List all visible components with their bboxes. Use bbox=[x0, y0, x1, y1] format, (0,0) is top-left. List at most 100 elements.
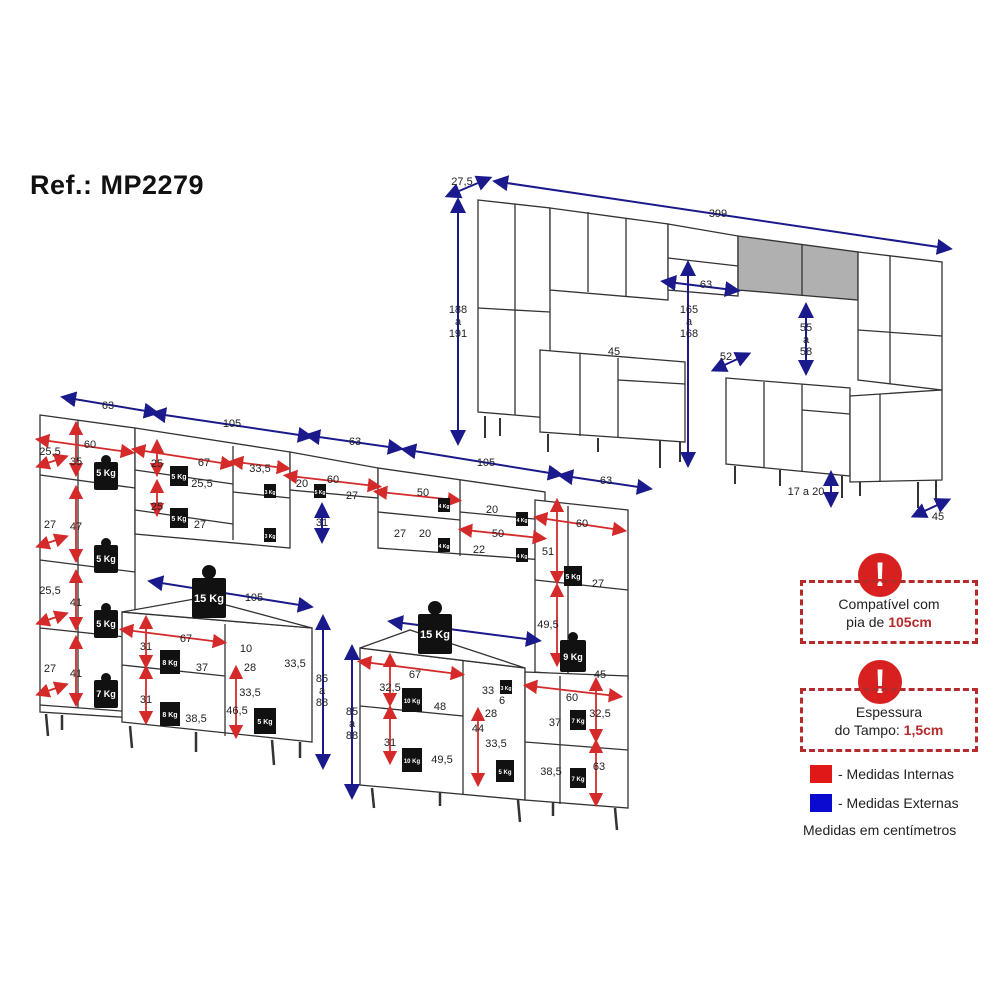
svg-text:33,5: 33,5 bbox=[249, 463, 270, 475]
svg-text:a: a bbox=[349, 718, 356, 730]
svg-text:20: 20 bbox=[486, 504, 498, 516]
svg-text:85: 85 bbox=[316, 673, 328, 685]
svg-text:4 Kg: 4 Kg bbox=[517, 518, 528, 524]
svg-text:63: 63 bbox=[102, 400, 114, 412]
weight-icon: 7 Kg bbox=[570, 768, 586, 788]
svg-text:10: 10 bbox=[240, 643, 252, 655]
legend-internal: - Medidas Internas bbox=[810, 765, 954, 783]
weight-icon: 5 Kg bbox=[94, 603, 118, 638]
svg-text:33,5: 33,5 bbox=[485, 738, 506, 750]
weight-icon: 4 Kg bbox=[516, 548, 528, 562]
svg-text:165: 165 bbox=[680, 304, 698, 316]
weight-icon: 8 Kg bbox=[160, 650, 180, 674]
svg-text:27: 27 bbox=[394, 528, 406, 540]
svg-text:49,5: 49,5 bbox=[537, 619, 558, 631]
svg-text:25,5: 25,5 bbox=[191, 478, 212, 490]
svg-text:32,5: 32,5 bbox=[589, 708, 610, 720]
svg-text:55: 55 bbox=[800, 322, 812, 334]
svg-text:49,5: 49,5 bbox=[431, 754, 452, 766]
svg-text:27: 27 bbox=[44, 519, 56, 531]
svg-text:5 Kg: 5 Kg bbox=[315, 490, 326, 496]
svg-text:22: 22 bbox=[473, 544, 485, 556]
svg-text:3 Kg: 3 Kg bbox=[265, 534, 276, 540]
svg-text:31: 31 bbox=[384, 737, 396, 749]
weight-icon: 8 Kg bbox=[160, 702, 180, 726]
svg-text:47: 47 bbox=[70, 521, 82, 533]
svg-text:37: 37 bbox=[549, 717, 561, 729]
svg-text:168: 168 bbox=[680, 328, 698, 340]
dim-upper-depth: 27,5 bbox=[451, 176, 472, 188]
svg-text:44: 44 bbox=[472, 723, 484, 735]
svg-text:60: 60 bbox=[327, 474, 339, 486]
svg-text:63: 63 bbox=[600, 475, 612, 487]
svg-text:31: 31 bbox=[140, 641, 152, 653]
svg-text:41: 41 bbox=[70, 668, 82, 680]
weight-icon: 5 Kg bbox=[170, 508, 188, 528]
weight-icon: 7 Kg bbox=[94, 673, 118, 708]
svg-text:10 Kg: 10 Kg bbox=[404, 759, 421, 765]
weight-icon: 5 Kg bbox=[94, 538, 118, 573]
svg-text:45: 45 bbox=[608, 346, 620, 358]
weight-icon: 3 Kg bbox=[264, 528, 276, 542]
svg-text:15 Kg: 15 Kg bbox=[194, 593, 224, 605]
svg-text:20: 20 bbox=[296, 478, 308, 490]
svg-text:188: 188 bbox=[449, 304, 467, 316]
svg-text:35: 35 bbox=[70, 456, 82, 468]
svg-text:51: 51 bbox=[542, 546, 554, 558]
svg-text:28: 28 bbox=[485, 708, 497, 720]
weight-icon: 10 Kg bbox=[402, 688, 422, 712]
svg-text:60: 60 bbox=[84, 439, 96, 451]
svg-text:37: 37 bbox=[196, 662, 208, 674]
svg-text:4 Kg: 4 Kg bbox=[517, 554, 528, 560]
svg-text:41: 41 bbox=[70, 597, 82, 609]
svg-text:88: 88 bbox=[316, 697, 328, 709]
svg-text:9 Kg: 9 Kg bbox=[563, 652, 583, 662]
weight-icon: 3 Kg bbox=[264, 484, 276, 498]
weight-icon: 10 Kg bbox=[402, 748, 422, 772]
svg-text:25: 25 bbox=[151, 458, 163, 470]
svg-text:5 Kg: 5 Kg bbox=[498, 770, 511, 776]
svg-text:63: 63 bbox=[700, 279, 712, 291]
svg-text:a: a bbox=[319, 685, 326, 697]
weight-icon: 4 Kg bbox=[438, 498, 450, 512]
svg-text:28: 28 bbox=[244, 662, 256, 674]
svg-text:27: 27 bbox=[194, 519, 206, 531]
svg-text:25: 25 bbox=[151, 501, 163, 513]
svg-text:105: 105 bbox=[245, 592, 263, 604]
svg-text:a: a bbox=[455, 316, 462, 328]
svg-text:7 Kg: 7 Kg bbox=[96, 689, 116, 699]
svg-text:5 Kg: 5 Kg bbox=[171, 474, 186, 481]
weight-icon: 4 Kg bbox=[438, 538, 450, 552]
svg-text:105: 105 bbox=[477, 457, 495, 469]
svg-text:88: 88 bbox=[346, 730, 358, 742]
svg-text:5 Kg: 5 Kg bbox=[96, 554, 116, 564]
legend-swatch-red bbox=[810, 765, 832, 783]
weight-icon: 9 Kg bbox=[560, 632, 586, 672]
weight-icon: 5 Kg bbox=[314, 484, 326, 498]
svg-text:67: 67 bbox=[409, 669, 421, 681]
svg-text:52: 52 bbox=[720, 351, 732, 363]
svg-text:60: 60 bbox=[576, 518, 588, 530]
svg-text:5 Kg: 5 Kg bbox=[96, 468, 116, 478]
warning-icon: ! bbox=[858, 553, 902, 597]
svg-text:60: 60 bbox=[566, 692, 578, 704]
svg-text:3 Kg: 3 Kg bbox=[265, 490, 276, 496]
svg-text:58: 58 bbox=[800, 346, 812, 358]
svg-text:45: 45 bbox=[594, 669, 606, 681]
svg-text:31: 31 bbox=[316, 517, 328, 529]
svg-text:8 Kg: 8 Kg bbox=[162, 712, 177, 719]
weight-icon: 3 Kg bbox=[500, 680, 512, 694]
svg-text:191: 191 bbox=[449, 328, 467, 340]
weight-icon: 5 Kg bbox=[170, 466, 188, 486]
svg-text:63: 63 bbox=[593, 761, 605, 773]
note-sink-compat: Compatível com pia de 105cm bbox=[800, 580, 978, 644]
legend-external: - Medidas Externas bbox=[810, 794, 959, 812]
dim-total-width: 399 bbox=[709, 208, 727, 220]
svg-text:48: 48 bbox=[434, 701, 446, 713]
svg-text:32,5: 32,5 bbox=[379, 682, 400, 694]
svg-text:a: a bbox=[686, 316, 693, 328]
svg-text:27: 27 bbox=[346, 490, 358, 502]
weight-icon: 5 Kg bbox=[496, 760, 514, 782]
